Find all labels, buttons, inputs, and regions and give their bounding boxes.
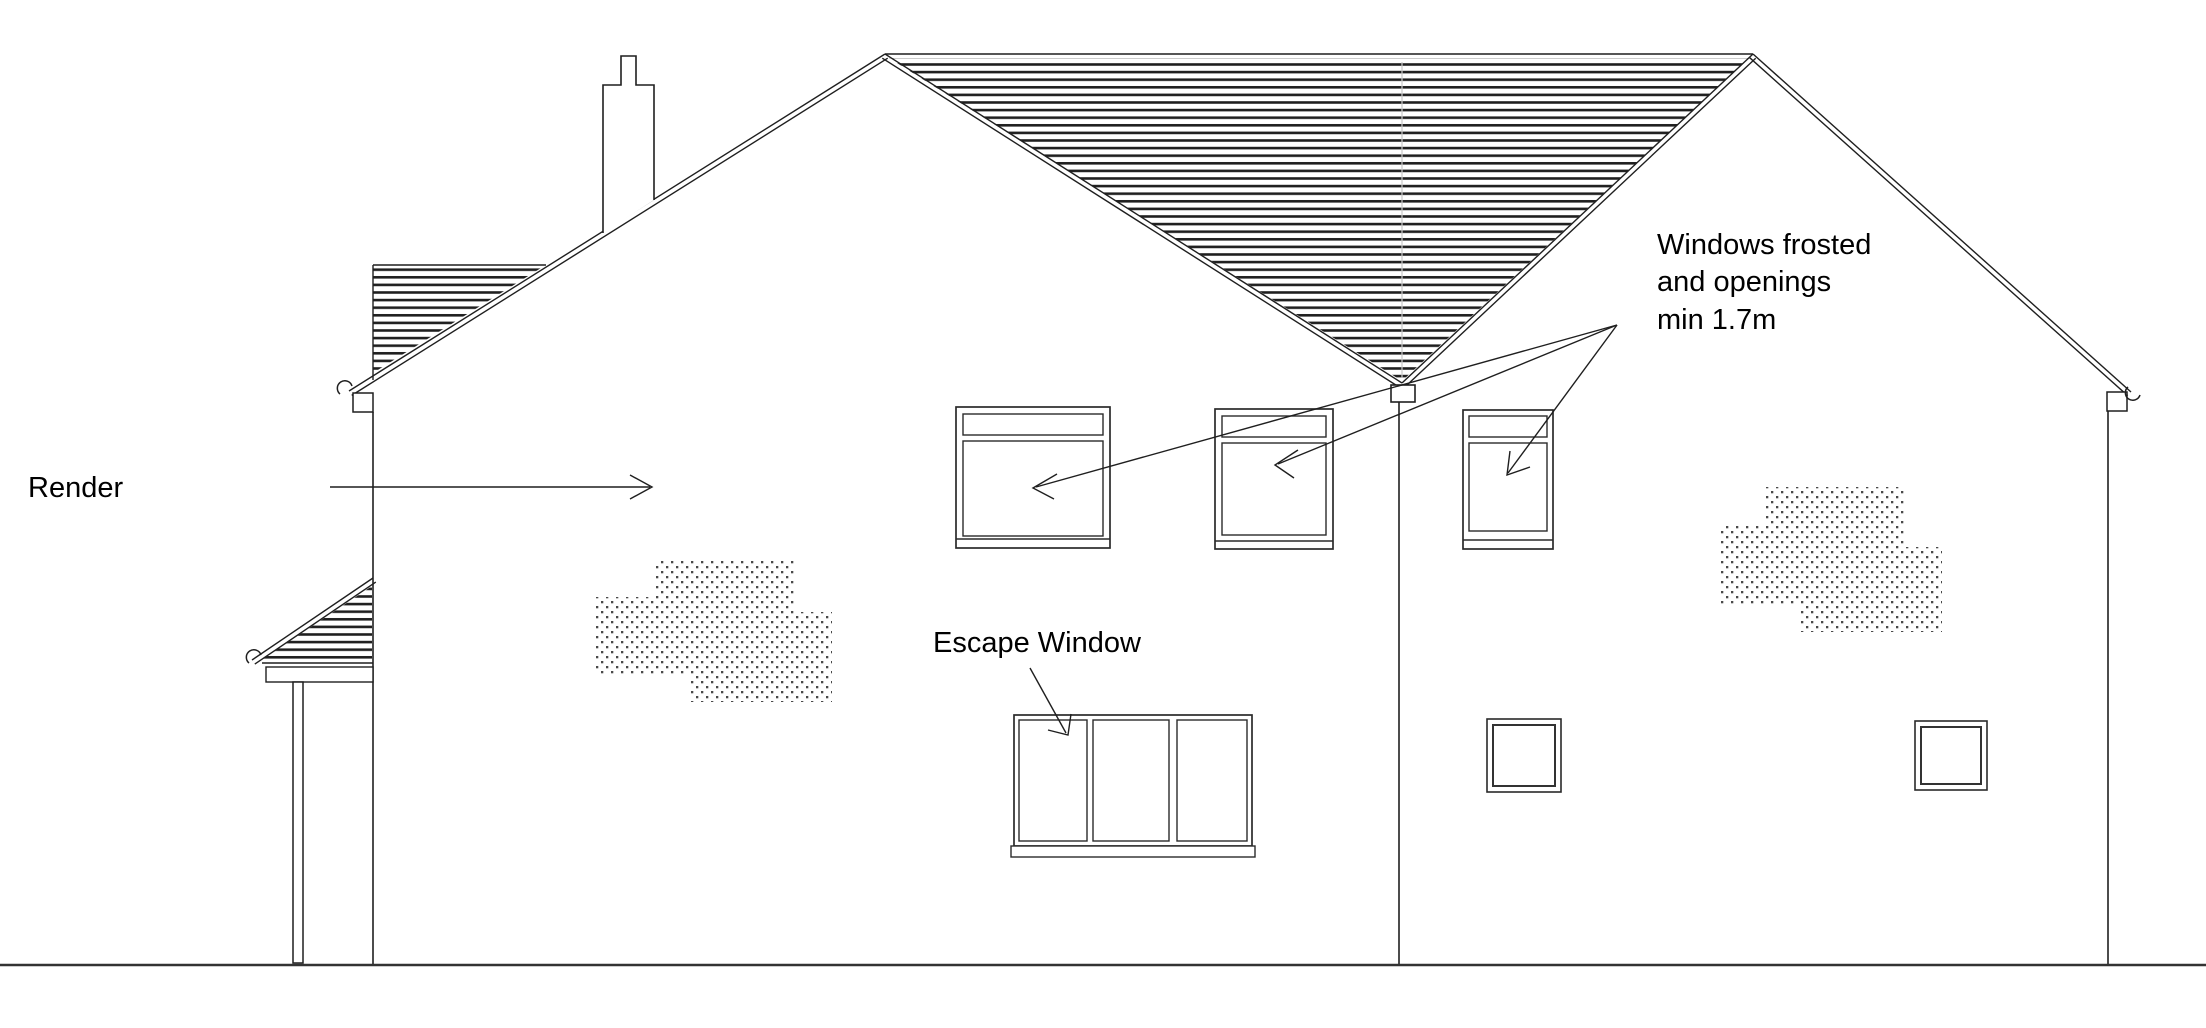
frosted-arrow-window-1 — [1031, 324, 1618, 500]
chimney — [602, 55, 655, 233]
gutter-right — [2106, 386, 2141, 412]
gutter-left — [336, 380, 374, 413]
porch-roof — [245, 577, 377, 683]
small-window-left — [1486, 718, 1562, 793]
escape-window-label: Escape Window — [933, 627, 1142, 659]
annex-roof-hatch — [372, 264, 546, 380]
frosted-arrow-window-3 — [1506, 324, 1618, 477]
window-1 — [955, 406, 1111, 549]
porch-gutter — [245, 649, 262, 664]
svg-text:and openings: and openings — [1657, 266, 1831, 298]
frosted-arrow-window-2 — [1273, 324, 1618, 479]
porch-post — [292, 681, 304, 964]
main-roof-hatch — [889, 58, 1749, 381]
escape-window — [1010, 714, 1256, 858]
small-window-right — [1914, 720, 1988, 791]
render-texture-left — [595, 560, 832, 702]
frosted-note: Windows frosted and openings min 1.7m — [1657, 229, 1871, 336]
render-texture-right — [1720, 487, 1942, 632]
escape-window-arrow — [1029, 667, 1072, 736]
svg-text:min 1.7m: min 1.7m — [1657, 304, 1776, 336]
render-arrow — [330, 474, 654, 500]
render-label: Render — [28, 472, 123, 504]
right-gable-roof — [1401, 53, 2132, 397]
window-2 — [1214, 408, 1334, 550]
svg-text:Windows frosted: Windows frosted — [1657, 229, 1871, 261]
window-3 — [1462, 409, 1554, 550]
